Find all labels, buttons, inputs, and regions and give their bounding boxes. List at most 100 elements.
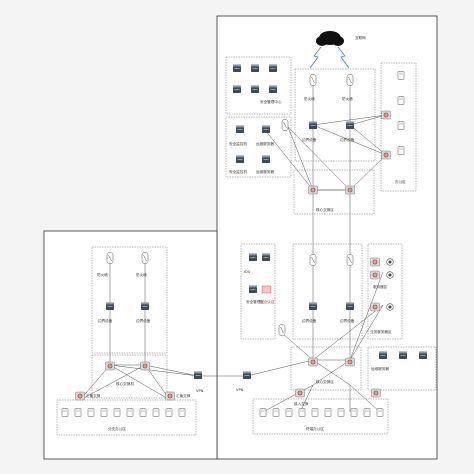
pc-icon xyxy=(397,146,405,155)
server-icon xyxy=(249,285,257,293)
core-switch-icon xyxy=(140,361,150,371)
firewall-icon xyxy=(346,74,354,86)
office-zone-label: 办公区 xyxy=(395,179,406,184)
mgmt-svc-label: 运维服务器 xyxy=(371,366,389,371)
server-icon xyxy=(262,253,270,261)
pc-icon xyxy=(165,408,173,417)
pc-icon xyxy=(337,408,345,417)
perimeter-label: 边界设备 xyxy=(340,137,355,142)
router-icon xyxy=(370,257,380,267)
router-icon xyxy=(371,388,381,398)
router-icon xyxy=(165,391,175,401)
core-switch-icon xyxy=(345,357,355,367)
branch-core-label: 核心交换机 xyxy=(116,381,134,386)
pc-icon xyxy=(272,408,280,417)
ids-label: IDS xyxy=(244,270,251,274)
pc-icon xyxy=(74,408,82,417)
server-icon xyxy=(262,155,270,163)
server-icon xyxy=(379,351,387,359)
mgmt-svc-label: 运维服务器 xyxy=(256,169,274,174)
pc-icon xyxy=(178,408,186,417)
firewall-icon xyxy=(278,324,286,336)
router-icon xyxy=(75,391,85,401)
firewall-label: 防火墙 xyxy=(342,96,353,101)
pc-icon xyxy=(324,408,332,417)
lightning-icon xyxy=(337,46,350,69)
internet-label: 互联网 xyxy=(355,35,366,40)
branch-site-frame xyxy=(43,230,218,460)
core-switch-icon xyxy=(308,357,318,367)
server-icon xyxy=(236,155,244,163)
mgmt-servers-box xyxy=(225,56,292,115)
server-icon xyxy=(233,64,241,72)
office-zone-box xyxy=(380,62,417,192)
perimeter-label: 边界设备 xyxy=(302,137,317,142)
server-icon xyxy=(262,125,270,133)
pc-icon xyxy=(61,408,69,417)
firewall-label: 防火墙 xyxy=(136,272,147,277)
server-icon xyxy=(346,302,354,310)
monitor-host-label: 安全监控机 xyxy=(229,169,247,174)
storage-icon xyxy=(386,303,394,311)
sec-zone-label: 安全管理区 xyxy=(246,299,264,304)
branch-clients-box xyxy=(56,399,197,436)
core-zone-label: 核心交换区 xyxy=(316,379,334,384)
perimeter-label: 边界设备 xyxy=(302,318,317,323)
storage-icon xyxy=(386,271,394,279)
core-switch-icon xyxy=(345,185,355,195)
pc-icon xyxy=(285,408,293,417)
auth-node-label: 安全认证 xyxy=(260,299,275,304)
pc-icon xyxy=(259,408,267,417)
branch-access-label: 汇聚交换 xyxy=(176,393,191,398)
router-icon xyxy=(381,110,391,120)
router-icon xyxy=(295,388,305,398)
access-box xyxy=(290,346,362,391)
server-zone-label: 业务服务器区 xyxy=(370,329,392,334)
server-icon xyxy=(251,85,259,93)
perimeter-label: 边界设备 xyxy=(98,318,113,323)
alert-node-icon xyxy=(261,285,272,294)
server-icon xyxy=(251,64,259,72)
server-perimeter-box xyxy=(292,243,363,340)
server-zone-box xyxy=(367,243,403,340)
router-icon xyxy=(370,270,380,280)
server-icon xyxy=(419,351,427,359)
server-icon xyxy=(141,302,149,310)
firewall-icon xyxy=(141,252,149,264)
branch-core-box xyxy=(91,354,168,399)
server-icon xyxy=(309,121,317,129)
firewall-icon xyxy=(309,254,317,266)
monitor-box xyxy=(225,116,292,178)
branch-access-label: 汇聚交换 xyxy=(86,393,101,398)
router-icon xyxy=(370,302,380,312)
core-switch-icon xyxy=(105,361,115,371)
pc-icon xyxy=(87,408,95,417)
pc-icon xyxy=(397,121,405,130)
server-icon xyxy=(106,302,114,310)
monitor-host-label: 安全监控机 xyxy=(229,141,247,146)
server-icon xyxy=(236,125,244,133)
branch-perimeter-box xyxy=(91,246,168,354)
branch-clients-label: 分支办公区 xyxy=(108,426,126,431)
pc-icon xyxy=(350,408,358,417)
client-zone-label: 终端办公区 xyxy=(306,426,324,431)
internet-cloud-icon xyxy=(316,31,344,46)
firewall-icon xyxy=(281,119,289,131)
core-switch-icon xyxy=(308,185,318,195)
firewall-label: 防火墙 xyxy=(97,272,108,277)
pc-icon xyxy=(139,408,147,417)
access-switch-label: 接入交换 xyxy=(294,401,309,406)
router-icon xyxy=(381,150,391,160)
main-site-frame xyxy=(216,15,438,460)
mgmt-server-label: 安全管理中心 xyxy=(260,99,282,104)
core-zone-label: 核心交换区 xyxy=(316,207,334,212)
server-icon xyxy=(249,253,257,261)
server-icon xyxy=(233,85,241,93)
ext-box xyxy=(367,346,437,391)
dmz-label: 服务器区 xyxy=(373,284,388,289)
server-icon xyxy=(399,351,407,359)
pc-icon xyxy=(311,408,319,417)
pc-icon xyxy=(152,408,160,417)
